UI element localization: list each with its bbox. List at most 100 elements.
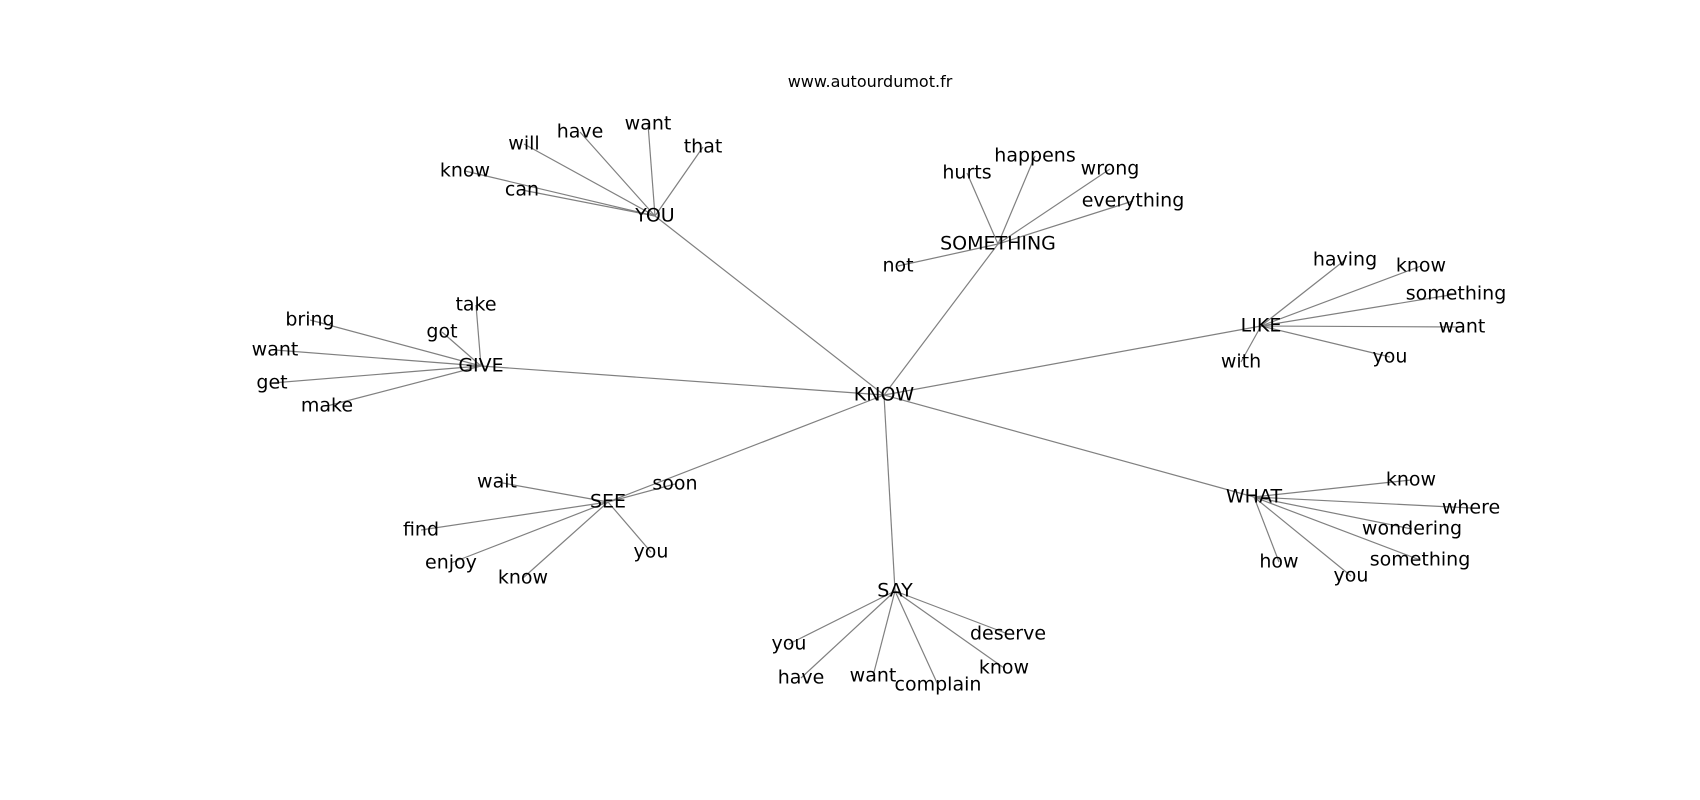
edge-say-leaf	[788, 590, 896, 645]
leaf-node-label: everything	[1082, 190, 1185, 212]
leaf-node-label: know	[1396, 255, 1446, 277]
leaf-node-label: take	[455, 294, 496, 316]
leaf-node-label: you	[772, 633, 807, 655]
leaf-node-label: wrong	[1081, 158, 1140, 180]
edge-like-leaf	[1260, 265, 1422, 327]
edge-what-leaf	[1253, 479, 1412, 498]
edge-you-leaf	[647, 123, 656, 217]
edge-give-leaf	[441, 331, 482, 367]
leaf-node-label: bring	[285, 309, 334, 331]
leaf-node-label: you	[1373, 346, 1408, 368]
leaf-node-label: make	[301, 395, 353, 417]
edge-something-leaf	[897, 243, 999, 267]
root-node-know: KNOW	[854, 384, 915, 406]
edge-like-leaf	[1260, 325, 1391, 358]
edge-say-leaf	[894, 590, 1005, 669]
edge-what-leaf	[1253, 496, 1472, 509]
leaf-node-label: got	[426, 321, 457, 343]
leaf-node-label: happens	[994, 145, 1075, 167]
edge-you-leaf	[464, 170, 656, 217]
leaf-node-label: want	[252, 339, 299, 361]
edge-what-leaf	[1253, 496, 1280, 563]
edge-give-leaf	[475, 304, 482, 367]
leaf-node-label: have	[778, 667, 825, 689]
edge-give-leaf	[326, 365, 482, 407]
leaf-node-label: get	[256, 372, 287, 394]
leaf-node-label: having	[1313, 249, 1377, 271]
edge-see-leaf	[420, 501, 609, 531]
edge-you-leaf	[521, 189, 656, 217]
leaf-node-label: complain	[895, 674, 982, 696]
edge-something-leaf	[997, 200, 1134, 245]
hub-node-what: WHAT	[1226, 486, 1283, 508]
leaf-node-label: something	[1406, 283, 1507, 305]
leaf-node-label: want	[850, 665, 897, 687]
edge-root-like	[883, 325, 1262, 396]
leaf-node-label: deserve	[970, 623, 1046, 645]
leaf-node-label: enjoy	[425, 552, 477, 574]
hub-node-see: SEE	[590, 491, 626, 513]
leaf-node-label: know	[498, 567, 548, 589]
edge-give-leaf	[271, 365, 482, 384]
leaf-node-label: you	[634, 541, 669, 563]
edge-like-leaf	[1260, 293, 1457, 327]
edge-see-leaf	[607, 483, 676, 503]
edge-what-leaf	[1253, 496, 1413, 530]
edge-say-leaf	[800, 590, 896, 679]
leaf-node-label: wondering	[1362, 518, 1462, 540]
edge-you-leaf	[523, 143, 656, 217]
leaf-node-label: something	[1370, 549, 1471, 571]
edge-like-leaf	[1240, 325, 1262, 363]
edge-see-leaf	[450, 501, 609, 564]
hub-node-give: GIVE	[458, 355, 503, 377]
edge-you-leaf	[654, 146, 704, 217]
edge-root-say	[883, 394, 896, 592]
edge-what-leaf	[1253, 496, 1352, 577]
hub-node-something: SOMETHING	[940, 233, 1056, 255]
leaf-node-label: how	[1259, 551, 1298, 573]
leaf-node-label: that	[684, 136, 723, 158]
edge-root-see	[607, 394, 885, 503]
edge-say-leaf	[894, 590, 939, 686]
hub-node-you: YOU	[634, 205, 674, 227]
hub-node-like: LIKE	[1241, 315, 1282, 337]
leaf-node-label: hurts	[942, 162, 991, 184]
leaf-node-label: not	[882, 255, 913, 277]
site-title: www.autourdumot.fr	[788, 72, 953, 91]
leaf-node-label: with	[1221, 351, 1261, 373]
edge-like-leaf	[1260, 325, 1463, 328]
edge-see-leaf	[496, 481, 609, 503]
leaf-node-label: where	[1442, 497, 1500, 519]
edge-say-leaf	[894, 590, 1009, 635]
leaf-node-label: can	[505, 179, 539, 201]
leaf-node-label: want	[1439, 316, 1486, 338]
edge-give-leaf	[309, 319, 482, 367]
leaf-node-label: have	[557, 121, 604, 143]
leaf-node-label: know	[979, 657, 1029, 679]
edge-root-what	[883, 394, 1255, 498]
edge-root-give	[480, 365, 885, 396]
hub-node-say: SAY	[877, 580, 913, 602]
edge-what-leaf	[1253, 496, 1421, 561]
edge-see-leaf	[607, 501, 652, 553]
leaf-node-label: will	[508, 133, 539, 155]
leaf-node-label: want	[625, 113, 672, 135]
edge-see-leaf	[522, 501, 609, 579]
edge-like-leaf	[1260, 259, 1346, 327]
edge-something-leaf	[966, 172, 999, 245]
edge-you-leaf	[579, 131, 656, 217]
leaf-node-label: know	[440, 160, 490, 182]
edge-root-you	[654, 215, 885, 396]
leaf-node-label: wait	[477, 471, 517, 493]
edge-say-leaf	[872, 590, 896, 677]
edge-something-leaf	[997, 155, 1036, 245]
edge-root-something	[883, 243, 999, 396]
edge-give-leaf	[274, 349, 482, 367]
graph-edges	[271, 123, 1472, 686]
leaf-node-label: find	[403, 519, 439, 541]
leaf-node-label: you	[1334, 565, 1369, 587]
leaf-node-label: know	[1386, 469, 1436, 491]
leaf-node-label: soon	[652, 473, 697, 495]
